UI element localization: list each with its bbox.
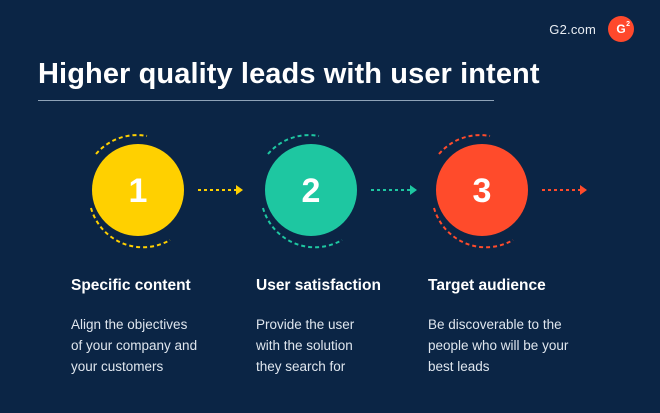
step-3-number: 3 <box>472 172 492 210</box>
step-2-description-line: Provide the user <box>256 317 355 332</box>
step-1-graphic <box>90 134 243 249</box>
step-3-description-line: Be discoverable to the <box>428 317 562 332</box>
step-2-description-line: they search for <box>256 359 346 374</box>
step-2-description: Provide the user with the solution they … <box>256 314 426 377</box>
step-3-description: Be discoverable to the people who will b… <box>428 314 598 377</box>
step-1-ring-arc-top <box>95 134 148 155</box>
step-1-description-line: Align the objectives <box>71 317 188 332</box>
step-1-description-line: your customers <box>71 359 164 374</box>
step-2-heading: User satisfaction <box>256 277 381 294</box>
step-3-circle <box>436 144 528 236</box>
step-1-description: Align the objectives of your company and… <box>71 314 241 377</box>
step-1-circle <box>92 144 184 236</box>
step-3-description-line: people who will be your <box>428 338 569 353</box>
step-3-graphic <box>433 134 587 249</box>
step-3-ring-arc-bottom <box>433 207 514 249</box>
step-1-arrowhead-icon <box>236 185 243 195</box>
brand-site-text: G2.com <box>549 21 596 37</box>
step-3-description-line: best leads <box>428 359 490 374</box>
step-2-graphic <box>262 134 417 249</box>
step-2-arrowhead-icon <box>410 185 417 195</box>
page-title: Higher quality leads with user intent <box>38 58 540 90</box>
step-2-description-line: with the solution <box>256 338 353 353</box>
step-3-ring-arc-top <box>438 134 491 155</box>
step-1-description-line: of your company and <box>71 338 198 353</box>
step-2-circle <box>265 144 357 236</box>
step-3-arrowhead-icon <box>580 185 587 195</box>
step-1-number: 1 <box>128 172 148 210</box>
step-2-ring-arc-bottom <box>262 207 343 249</box>
title-divider <box>38 100 494 101</box>
steps-rings <box>90 134 587 249</box>
step-3-heading: Target audience <box>428 277 546 294</box>
step-2-ring-arc-top <box>267 134 320 155</box>
step-1-ring-arc-bottom <box>90 207 171 249</box>
step-2-number: 2 <box>301 172 321 210</box>
step-1-heading: Specific content <box>71 277 191 294</box>
